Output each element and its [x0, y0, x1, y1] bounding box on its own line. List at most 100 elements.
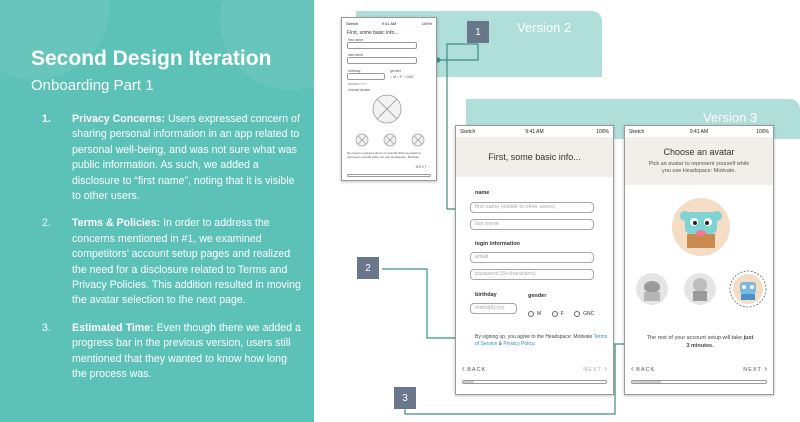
gender-m-radio[interactable]	[528, 310, 534, 317]
wire-choose-avatar: choose avatar	[348, 88, 370, 92]
finding-number: 3.	[42, 321, 51, 334]
gender-f-radio[interactable]	[551, 310, 558, 317]
next-button[interactable]: NEXT ›	[743, 364, 767, 373]
avatar-placeholder-icon	[372, 94, 402, 124]
terms-text: By signing up, you agree to the Headspac…	[475, 334, 594, 340]
finding-number: 1.	[42, 113, 51, 125]
version-2-label: Version 2	[517, 20, 572, 35]
chevron-left-icon: ‹	[462, 364, 465, 373]
chevron-left-icon: ‹	[631, 364, 634, 373]
findings-list: 1. Privacy Concerns: Users expressed con…	[42, 112, 304, 395]
birthday-label: birthday	[475, 292, 497, 298]
carrier-label: Sketch	[460, 129, 476, 135]
back-button[interactable]: ‹ BACK	[462, 364, 487, 373]
wire-first-input[interactable]	[347, 42, 417, 49]
version-3-avatar-phone: Sketch 9:41 AM 100% Choose an avatar Pic…	[624, 125, 774, 395]
wire-gender-options[interactable]: ○ M ○ F ○ GNC	[390, 75, 415, 79]
wire-gender-label: gender	[390, 69, 401, 73]
privacy-policy-link[interactable]: Privacy Policy	[503, 341, 535, 347]
finding-heading: Estimated Time:	[72, 321, 154, 334]
selected-avatar-icon	[672, 198, 730, 256]
wire-last-label: last name	[348, 53, 364, 57]
form-progress-fill	[463, 381, 475, 383]
wire-last-input[interactable]	[347, 57, 417, 64]
status-bar: Sketch 9:41 AM 100%	[456, 126, 613, 136]
carrier-label: Sketch	[629, 129, 645, 135]
callout-1: 1	[467, 21, 489, 43]
callout-1-number: 1	[475, 26, 481, 38]
callout-2: 2	[357, 257, 379, 279]
status-time: 9:41 AM	[381, 21, 397, 26]
wire-first-label: first name	[348, 38, 364, 42]
wire-next[interactable]: NEXT ›	[415, 165, 430, 169]
birthday-placeholder: mm/dd/yyyy	[475, 305, 505, 311]
version-3-label: Version 3	[703, 110, 758, 125]
avatar-option-2-icon[interactable]	[683, 272, 717, 306]
finding-heading: Privacy Concerns:	[72, 113, 166, 125]
gender-label: gender	[528, 293, 547, 299]
login-label: login information	[475, 241, 520, 247]
email-input[interactable]: email	[470, 252, 594, 263]
avatar-option-3-icon[interactable]	[729, 270, 767, 308]
terms-end: .	[534, 341, 536, 347]
gender-f-label: F	[560, 310, 564, 317]
gender-options: M F GNC	[528, 305, 600, 323]
callout-3: 3	[394, 387, 416, 409]
avatar-title: Choose an avatar	[663, 147, 735, 157]
terms-and: &	[497, 341, 504, 347]
terms-of-service-link[interactable]: Terms of Service	[475, 334, 608, 347]
wire-gender-gnc: GNC	[406, 75, 415, 79]
carrier-label: Sketch	[346, 21, 359, 26]
first-name-placeholder: first name (visible to other users)	[475, 204, 555, 210]
form-nav: ‹ BACK NEXT ›	[462, 364, 607, 373]
gender-gnc-radio[interactable]	[574, 310, 581, 317]
slide-title: Second Design Iteration	[31, 47, 272, 70]
avatar-option-1-icon[interactable]	[635, 272, 669, 306]
version-2-phone: Sketch 9:41 AM 100% First, some basic in…	[341, 17, 437, 181]
finding-text: Users expressed concern of sharing perso…	[72, 113, 300, 203]
finding-heading: Terms & Policies:	[72, 217, 161, 230]
back-label: BACK	[636, 367, 656, 373]
terms-disclosure: By signing up, you agree to the Headspac…	[475, 334, 609, 348]
wire-birthday-label: birthday	[348, 69, 361, 73]
chevron-right-icon: ›	[764, 364, 767, 373]
connector-line-3	[404, 343, 636, 415]
setup-time-text: The rest of your account setup will take	[646, 335, 744, 341]
last-name-input[interactable]: last name	[470, 219, 594, 230]
battery-label: 100%	[421, 21, 432, 26]
finding-item: 3. Estimated Time: Even though there we …	[42, 321, 304, 383]
password-input[interactable]: password (8+characters)	[470, 269, 594, 280]
status-time: 9:41 AM	[689, 129, 709, 135]
connector-line-2	[382, 268, 467, 339]
first-name-input[interactable]: first name (visible to other users)	[470, 202, 594, 213]
finding-text: Even though there we added a progress ba…	[72, 321, 301, 381]
birthday-input[interactable]: mm/dd/yyyy	[470, 303, 517, 314]
connector-line-1b	[438, 44, 479, 61]
next-button[interactable]: NEXT ›	[583, 364, 607, 373]
wire-birthday-value: MM/DD/YYYY	[348, 82, 368, 86]
wire-next-label: NEXT	[415, 165, 427, 169]
wire-gender-m: M	[393, 75, 397, 79]
gender-m-label: M	[537, 310, 542, 317]
status-bar: Sketch 9:41 AM 100%	[625, 126, 773, 136]
back-button[interactable]: ‹ BACK	[631, 364, 656, 373]
version-3-form-phone: Sketch 9:41 AM 100% First, some basic in…	[455, 125, 614, 395]
finding-item: 1. Privacy Concerns: Users expressed con…	[42, 112, 304, 204]
next-label: NEXT	[583, 367, 602, 373]
form-progress-bar	[462, 380, 607, 384]
finding-item: 2. Terms & Policies: In order to address…	[42, 216, 304, 308]
left-panel: Second Design Iteration Onboarding Part …	[0, 0, 314, 422]
back-label: BACK	[467, 367, 487, 373]
avatar-options-icon[interactable]	[355, 133, 425, 147]
status-bar: Sketch 9:41 AM 100%	[342, 18, 436, 28]
avatar-progress-fill	[632, 381, 662, 383]
form-header: First, some basic info...	[456, 137, 613, 177]
wire-birthday-input[interactable]	[347, 73, 385, 80]
gender-gnc-label: GNC	[583, 310, 595, 317]
form-title: First, some basic info...	[488, 152, 581, 162]
wire-gender-f: F	[400, 75, 403, 79]
wire-note: No need to upload a photo of yourself! P…	[347, 151, 422, 159]
slide-subtitle: Onboarding Part 1	[31, 77, 154, 94]
status-time: 9:41 AM	[525, 129, 544, 135]
